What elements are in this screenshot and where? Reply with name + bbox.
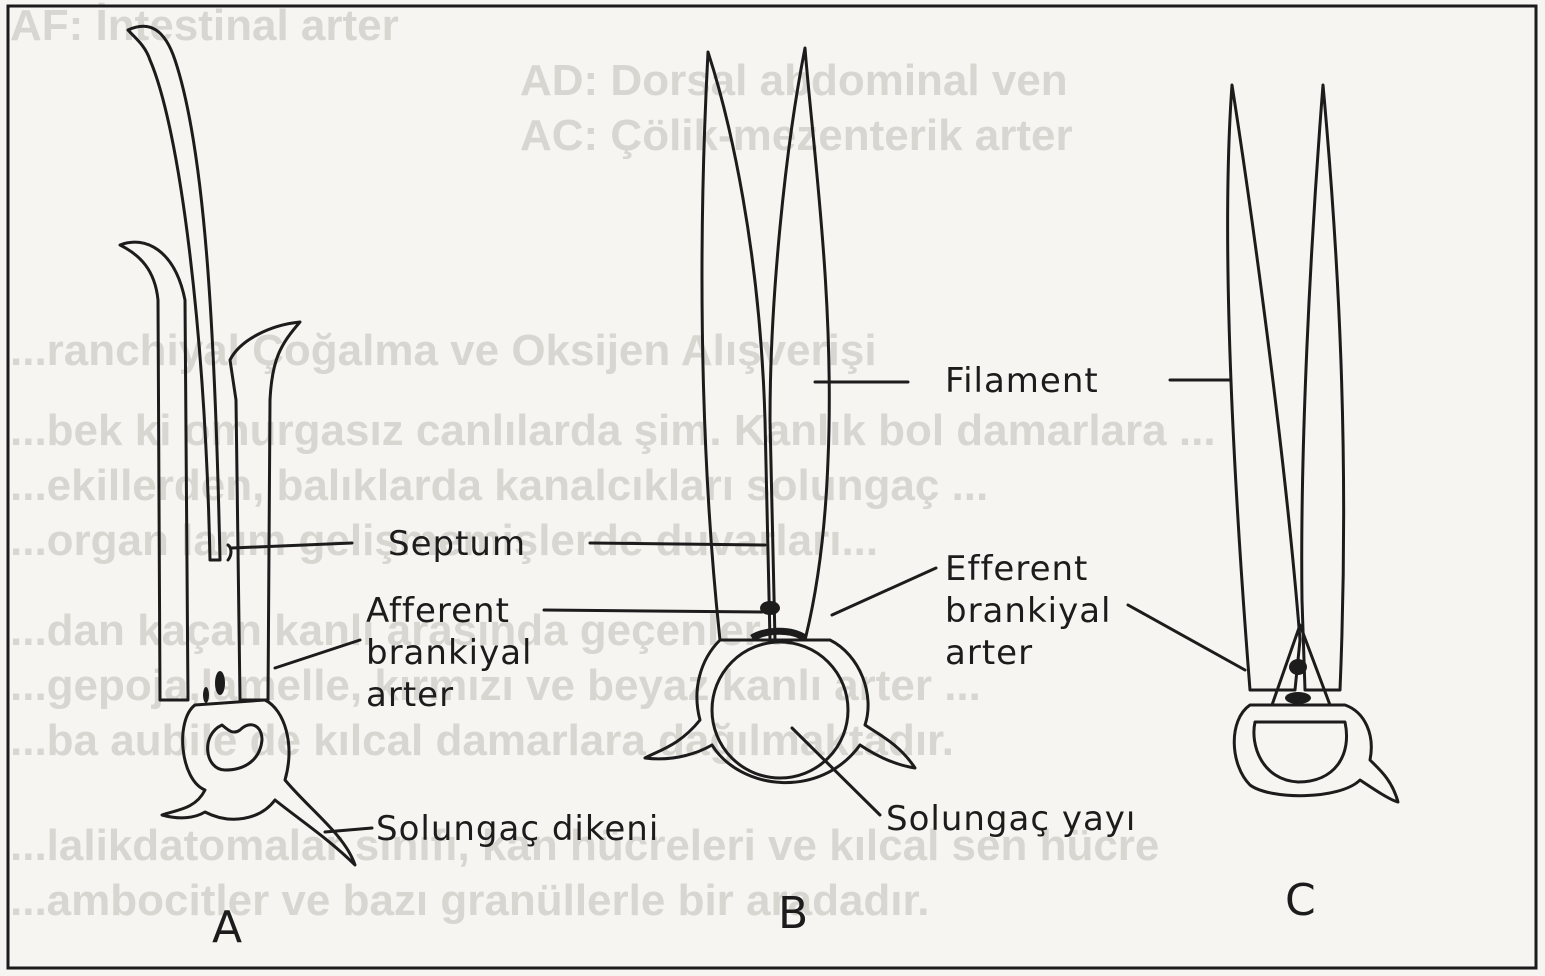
- efferent-vessel-c: [1289, 659, 1307, 675]
- label-afferent-line2: brankiyal: [366, 633, 532, 673]
- label-efferent-line1: Efferent: [945, 549, 1088, 589]
- bleed-line-10: ...ba aubile de kılcal damarlara dağılma…: [10, 716, 954, 765]
- bleed-line-1: AF: İntestinal arter: [10, 1, 399, 50]
- afferent-leader: [544, 610, 762, 612]
- bleed-line-6: ...ekillerden, balıklarda kanalcıkları s…: [10, 461, 988, 510]
- background-bleed-text: AF: İntestinal arter AD: Dorsal abdomina…: [10, 1, 1216, 925]
- panel-c-gill: [1228, 85, 1398, 802]
- afferent-vessel-a-2: [203, 687, 209, 703]
- afferent-vessel-a: [215, 671, 225, 695]
- efferent-leader-b: [832, 568, 936, 615]
- filament-right-c: [1302, 85, 1344, 690]
- label-solungac-yayi: Solungaç yayı: [886, 799, 1136, 839]
- bleed-line-5: ...bek ki omurgasız canlılarda şim. Kanl…: [10, 406, 1216, 455]
- septum-leader-b: [590, 543, 765, 545]
- label-septum: Septum: [388, 524, 526, 564]
- bleed-line-4: ...ranchiyal Çoğalma ve Oksijen Alışveri…: [10, 326, 877, 375]
- label-afferent-line1: Afferent: [366, 591, 510, 631]
- afferent-vessel-c: [1285, 692, 1311, 704]
- arch-canal-c: [1254, 722, 1347, 782]
- panel-letter-b: B: [778, 888, 808, 939]
- filament-left-c: [1228, 85, 1300, 690]
- efferent-leader-c: [1128, 605, 1245, 670]
- bleed-line-3: AC: Çölik-mezenterik arter: [520, 111, 1073, 160]
- label-filament: Filament: [945, 361, 1099, 401]
- panel-letter-c: C: [1285, 875, 1316, 926]
- label-efferent-line2: brankiyal: [945, 591, 1111, 631]
- label-solungac-dikeni: Solungaç dikeni: [376, 809, 659, 849]
- panel-letter-a: A: [212, 902, 242, 953]
- label-efferent-line3: arter: [945, 633, 1033, 673]
- bleed-line-2: AD: Dorsal abdominal ven: [520, 56, 1068, 105]
- label-afferent-line3: arter: [366, 675, 454, 715]
